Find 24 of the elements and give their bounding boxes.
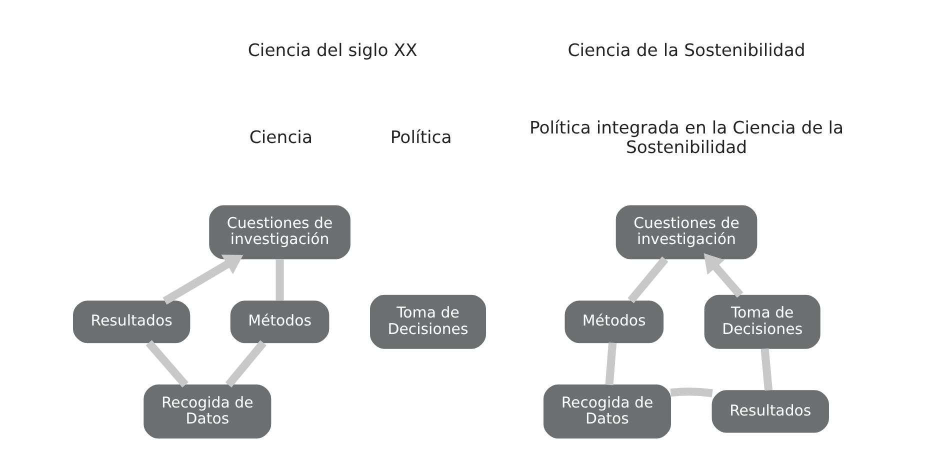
connector xyxy=(276,259,284,301)
node-box: Toma de Decisiones xyxy=(704,294,820,349)
arrow xyxy=(162,254,244,305)
connector xyxy=(628,256,668,304)
node-box: Resultados xyxy=(72,300,190,344)
connector xyxy=(670,388,713,398)
label: Ciencia de la Sostenibilidad xyxy=(568,40,806,61)
node-box: Resultados xyxy=(712,390,829,433)
connector xyxy=(146,340,188,388)
label: Ciencia xyxy=(249,128,313,148)
connector xyxy=(760,348,773,391)
node-box: Recogida de Datos xyxy=(144,384,272,438)
node-box: Métodos xyxy=(230,300,330,344)
node-box: Cuestiones de investigación xyxy=(616,205,758,260)
node-box: Métodos xyxy=(564,300,664,344)
node-box: Toma de Decisiones xyxy=(370,294,486,349)
connector xyxy=(605,342,617,386)
arrow xyxy=(704,253,744,298)
connector xyxy=(225,340,266,388)
node-box: Recogida de Datos xyxy=(543,384,672,438)
node-box: Cuestiones de investigación xyxy=(209,205,350,260)
label: Política xyxy=(390,128,452,148)
label: Ciencia del siglo XX xyxy=(248,40,418,61)
label: Política integrada en la Ciencia de la Sostenibilidad xyxy=(529,118,844,158)
